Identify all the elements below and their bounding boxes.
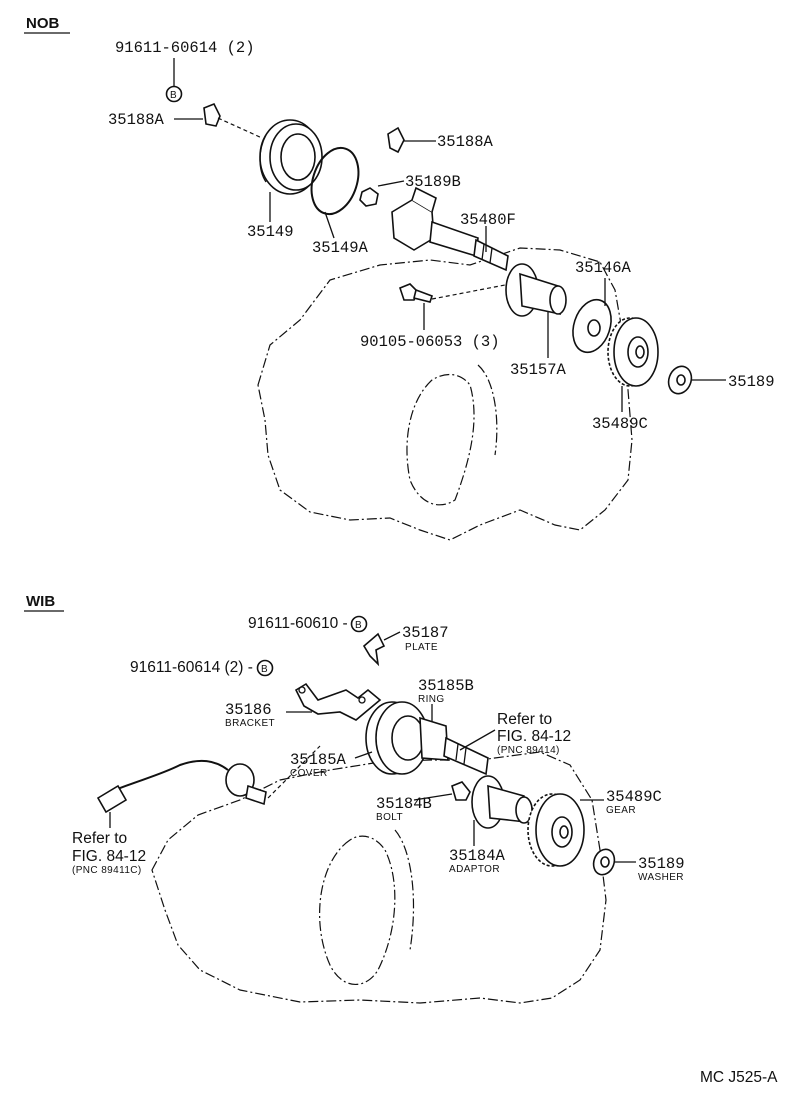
nob-dash-90105 <box>431 284 506 300</box>
wib-ref-right-line1: Refer to <box>497 711 552 728</box>
nob-label-35189b: 35189B <box>405 173 461 191</box>
nob-label-35188a-right: 35188A <box>437 133 494 151</box>
nob-label-35480f: 35480F <box>460 211 516 229</box>
wib-transmission-case-outline <box>151 751 607 1004</box>
wib-ref-left-line2: FIG. 84-12 <box>72 848 146 865</box>
wib-35184a-adaptor <box>471 775 533 829</box>
nob-label-90105: 90105-06053 (3) <box>360 333 500 351</box>
nob-35149a-oring <box>310 146 360 216</box>
wib-b-circle-1-letter: B <box>355 620 362 631</box>
nob-dash-35188a-left <box>217 117 263 139</box>
nob-35188a-left-part <box>203 102 221 127</box>
wib-label-35185a: 35185A <box>290 751 347 769</box>
wib-label-35184b: 35184B <box>376 795 432 813</box>
wib-desc-35187: PLATE <box>405 642 438 653</box>
wib-sensor-tip <box>245 784 267 806</box>
nob-leader-35149a <box>324 211 335 239</box>
nob-35188a-right-part <box>387 126 405 154</box>
nob-case-inner-detail <box>477 364 498 456</box>
nob-label-35146a: 35146A <box>575 259 632 277</box>
wib-case-inner-opening <box>319 835 396 985</box>
wib-label-35189: 35189 <box>638 855 685 873</box>
nob-transmission-case-outline <box>257 247 633 541</box>
nob-section-title: NOB <box>26 15 60 32</box>
nob-b-circle-letter: B <box>170 90 177 101</box>
nob-label-35149a: 35149A <box>312 239 369 257</box>
nob-35189-washer-hole <box>676 374 686 386</box>
nob-35149-seal-inner <box>280 133 316 181</box>
wib-ref-left-line3: (PNC 89411C) <box>72 865 142 876</box>
wib-desc-35489c: GEAR <box>606 805 636 816</box>
nob-label-35157a: 35157A <box>510 361 567 379</box>
wib-section: WIB 91611-60610 - B 35187 PLATE 91611-60… <box>24 593 685 1004</box>
nob-leader-35189b <box>377 180 405 187</box>
wib-35187-plate <box>362 632 386 667</box>
nob-35489c-gear <box>607 317 659 387</box>
wib-label-35184a: 35184A <box>449 847 506 865</box>
wib-ref-right-line3: (PNC 89414) <box>497 745 560 756</box>
wib-section-title: WIB <box>26 593 55 610</box>
wib-desc-35185b: RING <box>418 694 445 705</box>
wib-35489c-gear <box>527 793 585 867</box>
nob-35480f-part <box>391 186 509 272</box>
wib-label-35489c: 35489C <box>606 788 662 806</box>
nob-35149-seal-rim <box>259 134 267 183</box>
nob-90105-bolt-shank <box>413 288 434 303</box>
wib-label-35185b: 35185B <box>418 677 474 695</box>
wib-desc-35189: WASHER <box>638 872 684 883</box>
wib-35184b-bolt <box>451 781 471 801</box>
wib-sensor-cable <box>114 759 229 791</box>
nob-b-circle <box>165 85 183 103</box>
wib-desc-35184b: BOLT <box>376 812 403 823</box>
wib-b-circle-1 <box>350 615 368 633</box>
wib-35186-bracket <box>294 682 382 721</box>
wib-dash-sensor <box>267 745 321 799</box>
wib-bracket-hole-2 <box>358 696 366 704</box>
nob-label-35149: 35149 <box>247 223 294 241</box>
wib-b-circle-2 <box>256 659 274 677</box>
footer-diagram-code: MC J525-A <box>700 1069 778 1086</box>
nob-label-35189: 35189 <box>728 373 775 391</box>
wib-desc-35185a: COVER <box>290 768 328 779</box>
wib-bracket-hole-1 <box>298 686 306 694</box>
wib-label-91611-60614: 91611-60614 (2) - <box>130 659 253 676</box>
wib-35189-washer-hole <box>600 856 610 868</box>
wib-cable-connector <box>96 784 128 814</box>
wib-housing-assembly <box>365 701 489 776</box>
wib-desc-35186: BRACKET <box>225 718 275 729</box>
wib-label-91611-60610: 91611-60610 - <box>248 615 348 632</box>
wib-leader-35184b <box>413 793 453 801</box>
wib-ref-right-line2: FIG. 84-12 <box>497 728 571 745</box>
nob-section: NOB 91611-60614 (2) B 35188A 35188A 3514… <box>24 15 775 541</box>
wib-case-inner-detail <box>394 829 415 951</box>
wib-ref-left-line1: Refer to <box>72 830 127 847</box>
nob-label-35188a-left: 35188A <box>108 111 165 129</box>
wib-leader-35185a <box>354 751 373 759</box>
wib-b-circle-2-letter: B <box>261 664 268 675</box>
wib-leader-ref-right <box>459 729 496 751</box>
wib-label-35186: 35186 <box>225 701 272 719</box>
wib-leader-35187 <box>383 631 401 641</box>
nob-35189b-part <box>359 187 379 207</box>
nob-35146a-plate-hole <box>587 319 601 337</box>
wib-label-35187: 35187 <box>402 624 449 642</box>
wib-desc-35184a: ADAPTOR <box>449 864 500 875</box>
nob-35157a-adaptor <box>505 263 567 317</box>
nob-label-35489c: 35489C <box>592 415 648 433</box>
nob-case-inner-opening <box>406 374 475 506</box>
nob-label-91611-60614: 91611-60614 (2) <box>115 39 255 57</box>
